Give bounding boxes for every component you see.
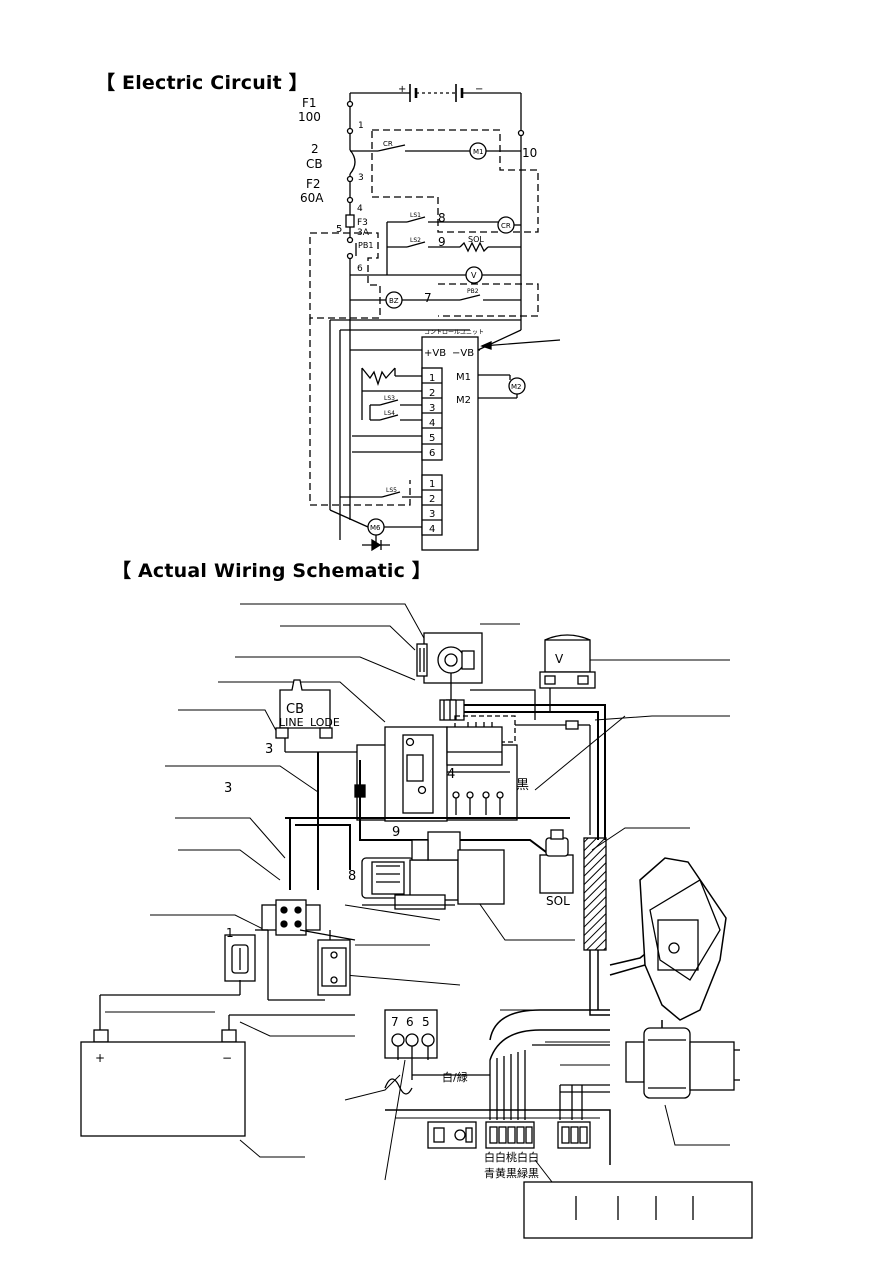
- upper-pin-5: 5: [429, 433, 435, 444]
- cb-terminal-3: 3: [265, 742, 273, 757]
- cr-coil-label: CR: [501, 222, 511, 230]
- ls2-label: LS2: [410, 237, 421, 244]
- control-unit-label: コントロールユニット: [424, 329, 484, 336]
- white-green-wire: 白/緑: [442, 1070, 468, 1084]
- ls3-label: LS3: [384, 395, 395, 402]
- electric-circuit: + −: [309, 84, 561, 552]
- pb2-label: PB2: [467, 288, 479, 295]
- node-10: 10: [522, 146, 537, 160]
- plus-vb-label: +VB: [424, 348, 446, 359]
- ls4-label: LS4: [384, 410, 395, 417]
- lower-pin-2: 2: [429, 494, 435, 505]
- side-label-3: 3: [224, 781, 232, 796]
- wiring-v-label: V: [555, 652, 564, 666]
- lower-pin-1: 1: [429, 479, 435, 490]
- electric-circuit-heading: 【 Electric Circuit 】: [96, 72, 308, 94]
- upper-pin-1: 1: [429, 373, 435, 384]
- fuse-label-1: 1: [226, 926, 234, 940]
- f3-label: F3: [357, 218, 368, 228]
- f2-value: 60A: [300, 191, 324, 205]
- wiring-labels: CB LINE LODE 3 3 4 9 8 1 黒 SOL V + − 7 6…: [95, 652, 570, 1180]
- minus-vb-label: −VB: [452, 348, 474, 359]
- leader-lines: [105, 603, 730, 1183]
- node-6: 6: [357, 264, 363, 274]
- lode-label: LODE: [310, 716, 340, 729]
- label-8: 8: [348, 869, 356, 884]
- wiring-schematic: [80, 603, 753, 1239]
- node-9: 9: [438, 235, 446, 249]
- label-9: 9: [392, 825, 400, 840]
- node-4: 4: [357, 204, 363, 214]
- cr-switch-label: CR: [383, 140, 393, 148]
- panel-label-4: 4: [447, 767, 455, 782]
- lower-pin-4: 4: [429, 524, 435, 535]
- actual-wiring-heading: 【 Actual Wiring Schematic 】: [112, 560, 432, 582]
- ls5-label: LS5: [386, 487, 397, 494]
- ls1-label: LS1: [410, 212, 421, 219]
- wiring-cb-label: CB: [286, 702, 304, 717]
- m6-label: M6: [370, 524, 381, 532]
- wiring-sol-label: SOL: [546, 894, 570, 908]
- battery-plus-label: +: [398, 84, 406, 95]
- big-battery-minus: −: [222, 1051, 232, 1065]
- f3-value: 3A: [357, 228, 370, 238]
- node-3: 3: [358, 173, 364, 183]
- terminal-7: 7: [391, 1015, 399, 1029]
- upper-pin-6: 6: [429, 448, 435, 459]
- upper-pin-4: 4: [429, 418, 435, 429]
- sol-label: SOL: [468, 235, 484, 244]
- pb1-label: PB1: [358, 241, 373, 250]
- wire-colors-row-1: 白白桃白白: [484, 1150, 539, 1164]
- node-7: 7: [424, 291, 432, 305]
- node-8: 8: [438, 211, 446, 225]
- line-label: LINE: [279, 716, 304, 729]
- node-2: 2: [311, 142, 319, 156]
- out-m2-label: M2: [456, 395, 471, 406]
- cb-label: CB: [306, 157, 323, 171]
- black-wire-label: 黒: [516, 778, 529, 793]
- voltmeter-label: V: [471, 271, 477, 280]
- out-m1-label: M1: [456, 372, 471, 383]
- battery-minus-label: −: [475, 84, 483, 95]
- m1-label: M1: [473, 148, 484, 156]
- upper-pin-3: 3: [429, 403, 435, 414]
- circuit-labels: F1 100 1 2 CB 3 F2 60A 4 5 F3 3A PB1 6 7…: [298, 96, 537, 535]
- f1-label: F1: [302, 96, 317, 110]
- node-5: 5: [336, 224, 342, 235]
- f2-label: F2: [306, 177, 321, 191]
- f1-value: 100: [298, 110, 321, 124]
- terminal-6: 6: [406, 1015, 414, 1029]
- upper-pin-2: 2: [429, 388, 435, 399]
- terminal-5: 5: [422, 1015, 430, 1029]
- motor-m2-label: M2: [511, 383, 522, 391]
- big-battery-plus: +: [95, 1051, 105, 1065]
- lower-pin-3: 3: [429, 509, 435, 520]
- wire-colors-row-2: 青黄黒緑黒: [484, 1166, 539, 1180]
- battery-symbol: [350, 84, 521, 102]
- node-1: 1: [358, 121, 364, 131]
- bz-label: BZ: [389, 297, 399, 305]
